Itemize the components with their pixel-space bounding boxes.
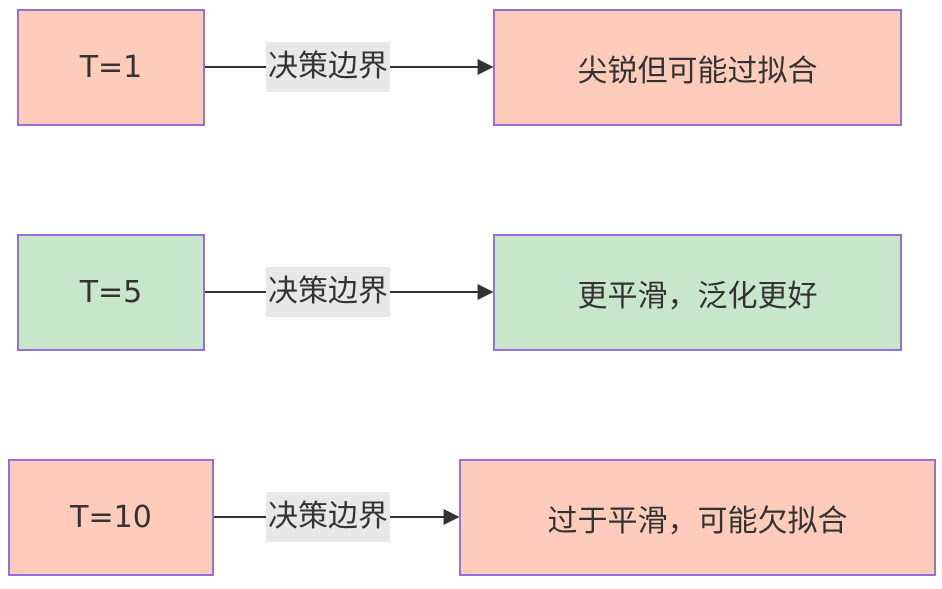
edge-label-t1: 决策边界 — [266, 42, 390, 92]
node-source-label: T=5 — [79, 275, 143, 310]
node-target-t5: 更平滑，泛化更好 — [493, 234, 902, 351]
node-source-t1: T=1 — [17, 9, 205, 126]
node-source-t10: T=10 — [8, 459, 214, 576]
node-source-label: T=10 — [70, 500, 152, 535]
edge-label-text: 决策边界 — [268, 49, 388, 84]
node-target-label: 尖锐但可能过拟合 — [577, 53, 818, 89]
node-target-label: 过于平滑，可能欠拟合 — [547, 503, 848, 539]
edge-label-text: 决策边界 — [268, 499, 388, 534]
edge-label-text: 决策边界 — [268, 274, 388, 309]
node-target-t1: 尖锐但可能过拟合 — [493, 9, 902, 126]
node-target-label: 更平滑，泛化更好 — [577, 278, 818, 314]
node-target-t10: 过于平滑，可能欠拟合 — [459, 459, 936, 576]
node-source-label: T=1 — [79, 50, 143, 85]
edge-label-t5: 决策边界 — [266, 267, 390, 317]
node-source-t5: T=5 — [17, 234, 205, 351]
edge-label-t10: 决策边界 — [266, 492, 390, 542]
